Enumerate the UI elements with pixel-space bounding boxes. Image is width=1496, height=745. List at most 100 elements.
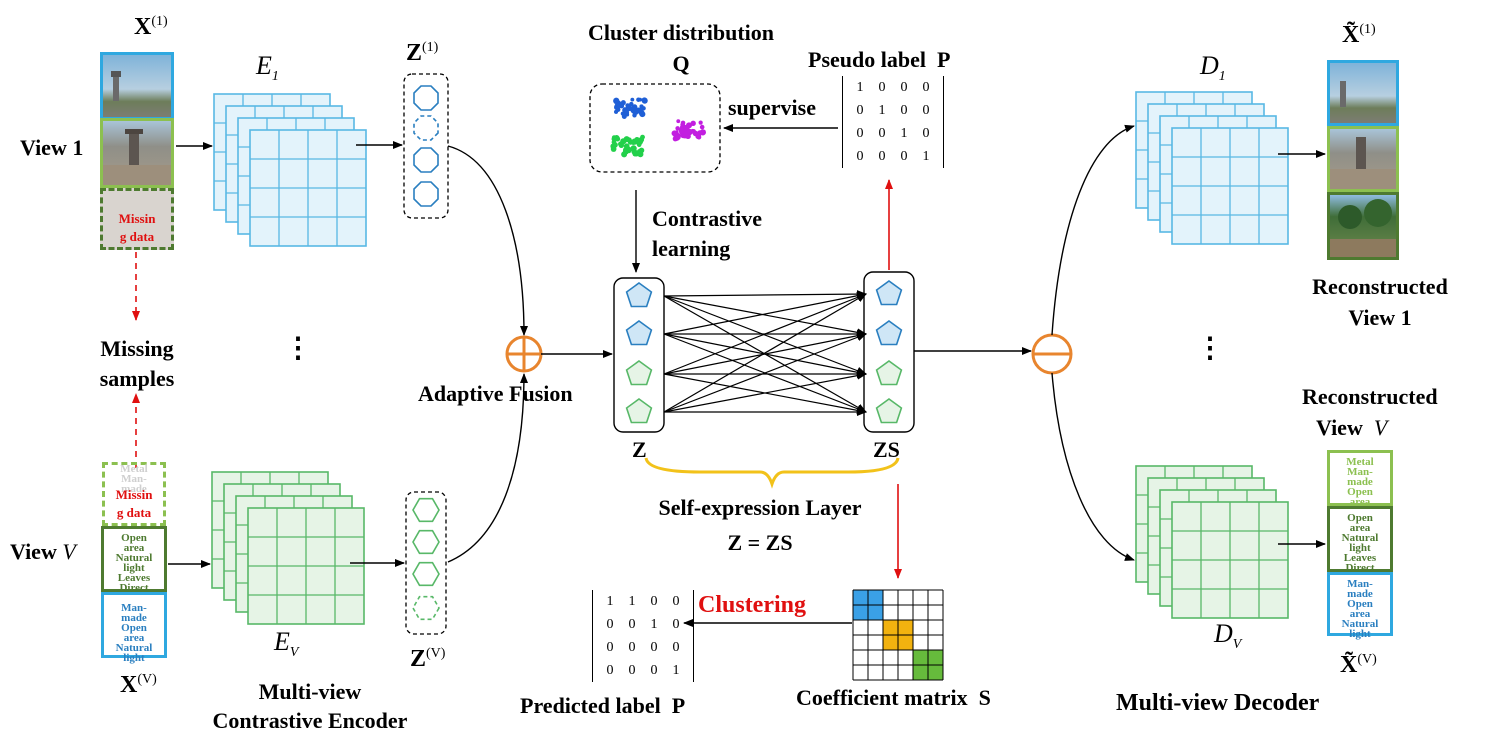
- left-dots: ⋮: [284, 333, 312, 364]
- cluster-purple-point: [675, 134, 680, 139]
- missing-samples-label: Missing samples: [99, 336, 175, 391]
- predicted-matrix-cell: 1: [650, 617, 658, 632]
- z1-octagon: [413, 181, 439, 207]
- predicted-matrix-cell: 1: [628, 594, 636, 609]
- zs-node-label: ZS: [873, 437, 900, 462]
- coefficient-matrix-title: Coefficient matrix S: [796, 685, 991, 710]
- xt1-label: X̃(1): [1342, 22, 1376, 48]
- self-expression-edge: [663, 331, 867, 375]
- predicted-matrix-cell: 0: [650, 594, 658, 609]
- viewv-faded-words: Metal Man- made: [120, 463, 148, 495]
- arrow-zv-to-fusion: [447, 373, 528, 563]
- cluster-distribution-title: Cluster distribution Q: [587, 20, 774, 76]
- zv-hexagon: [412, 595, 440, 621]
- encoder-e1-label: E1: [256, 51, 279, 85]
- pseudo-matrix-cell: 0: [878, 80, 886, 95]
- cluster-purple-point: [678, 127, 685, 134]
- self-expression-edge: [663, 333, 867, 413]
- cluster-green-point: [612, 142, 618, 148]
- predicted-matrix-cell: 0: [606, 617, 614, 632]
- cluster-blue-point: [621, 114, 627, 119]
- predicted-matrix-cell: 0: [672, 640, 680, 655]
- arrow-split-to-dv: [1051, 372, 1135, 561]
- pseudo-matrix-cell: 0: [922, 80, 930, 95]
- pseudo-matrix-cell: 0: [878, 149, 886, 164]
- reconstructed-viewv-label: Reconstructed View V: [1302, 384, 1438, 440]
- zs-node-pentagon: [875, 280, 903, 306]
- viewv-missing-box: [102, 462, 166, 526]
- view1-photo-top: [100, 52, 174, 120]
- cluster-blue-point: [638, 97, 643, 102]
- decoder-dv-label: DV: [1214, 619, 1242, 653]
- self-expression-edge: [663, 293, 867, 413]
- cluster-blue-point: [625, 103, 630, 108]
- predicted-matrix-cell: 0: [628, 640, 636, 655]
- cluster-blue-point: [613, 97, 620, 104]
- z1-label: Z(1): [406, 40, 439, 66]
- cluster-purple-point: [683, 131, 689, 137]
- cluster-blue-point: [629, 106, 636, 113]
- pseudo-matrix-cell: 0: [900, 149, 908, 164]
- cluster-green-point: [631, 138, 639, 145]
- self-expression-edge: [663, 290, 867, 299]
- recon1-photo-ruins: [1327, 126, 1399, 192]
- cluster-green-point: [632, 151, 638, 157]
- zv-hexagon: [412, 497, 440, 523]
- zv-hexagon: [412, 561, 440, 587]
- arrows-layer: [132, 73, 1326, 681]
- zv-hexagon: [412, 529, 440, 555]
- cluster-green-point: [637, 139, 643, 145]
- predicted-matrix-cell: 0: [606, 663, 614, 678]
- view1-photo-ruins: [100, 118, 174, 188]
- clustering-label: Clustering: [698, 592, 806, 618]
- reconv-words-dark: Open area Natural light Leaves Direct: [1327, 506, 1393, 574]
- cluster-purple-point: [698, 120, 703, 125]
- self-expression-edge: [663, 295, 867, 375]
- reconv-words-light: Metal Man- made Open area: [1327, 450, 1393, 508]
- right-dots: ⋮: [1196, 333, 1224, 364]
- viewv-words-dark: Open area Natural light Leaves Direct: [101, 526, 167, 594]
- pseudo-matrix-cell: 0: [856, 103, 864, 118]
- reconstructed-view1-label: Reconstructed View 1: [1312, 274, 1448, 330]
- z1-octagon: [413, 147, 439, 173]
- cluster-blue-point: [629, 101, 634, 107]
- viewv-label: View V: [10, 539, 76, 564]
- pseudo-matrix-cell: 0: [878, 126, 886, 141]
- predicted-matrix-cell: 1: [672, 663, 680, 678]
- pseudo-matrix-cell: 1: [900, 126, 908, 141]
- z1-container: [403, 73, 449, 219]
- cluster-green-point: [613, 135, 620, 141]
- z-node-label: Z: [632, 437, 647, 462]
- reconv-words-blue: Man- made Open area Natural light: [1327, 572, 1393, 640]
- contrastive-learning-label: Contrastive learning: [652, 206, 762, 261]
- pseudo-label-title: Pseudo label P: [808, 47, 951, 72]
- cluster-purple-point: [699, 124, 705, 130]
- viewv-missing-data-text: Missin g data: [115, 487, 153, 520]
- predicted-matrix-cell: 1: [606, 594, 614, 609]
- zs-node-container: [863, 271, 915, 433]
- zv-label: Z(V): [410, 646, 446, 672]
- predicted-matrix-cell: 0: [650, 663, 658, 678]
- z-node-pentagon: [625, 398, 653, 424]
- z1-octagon: [413, 115, 439, 141]
- z-node-pentagon: [625, 360, 653, 386]
- pseudo-matrix-cell: 0: [856, 149, 864, 164]
- predicted-matrix-cell: 0: [672, 617, 680, 632]
- predicted-matrix-cell: 0: [672, 594, 680, 609]
- cluster-purple-point: [683, 125, 689, 131]
- predicted-matrix-cell: 0: [628, 617, 636, 632]
- self-expression-edge: [663, 371, 867, 413]
- view1-label: View 1: [20, 135, 84, 160]
- x1-label: X(1): [134, 14, 168, 40]
- supervise-label: supervise: [728, 95, 816, 120]
- cluster-purple-point: [699, 129, 707, 136]
- zs-node-pentagon: [875, 360, 903, 386]
- predicted-label-title: Predicted label P: [520, 693, 686, 718]
